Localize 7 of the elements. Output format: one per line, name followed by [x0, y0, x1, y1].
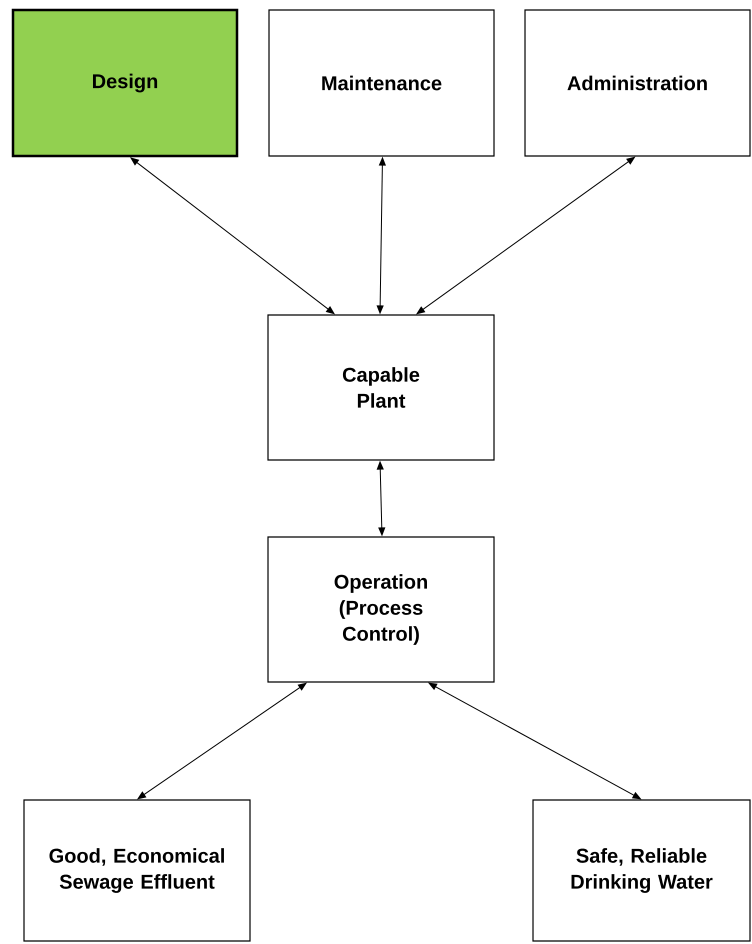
process-box: Operation (Process Control) [267, 536, 495, 683]
process-box: Maintenance [268, 9, 495, 157]
process-box: Capable Plant [267, 314, 495, 461]
process-box: Administration [524, 9, 751, 157]
process-box: Good, Economical Sewage Effluent [23, 799, 251, 942]
process-box: Design [12, 8, 238, 158]
process-box: Safe, Reliable Drinking Water [532, 799, 751, 942]
